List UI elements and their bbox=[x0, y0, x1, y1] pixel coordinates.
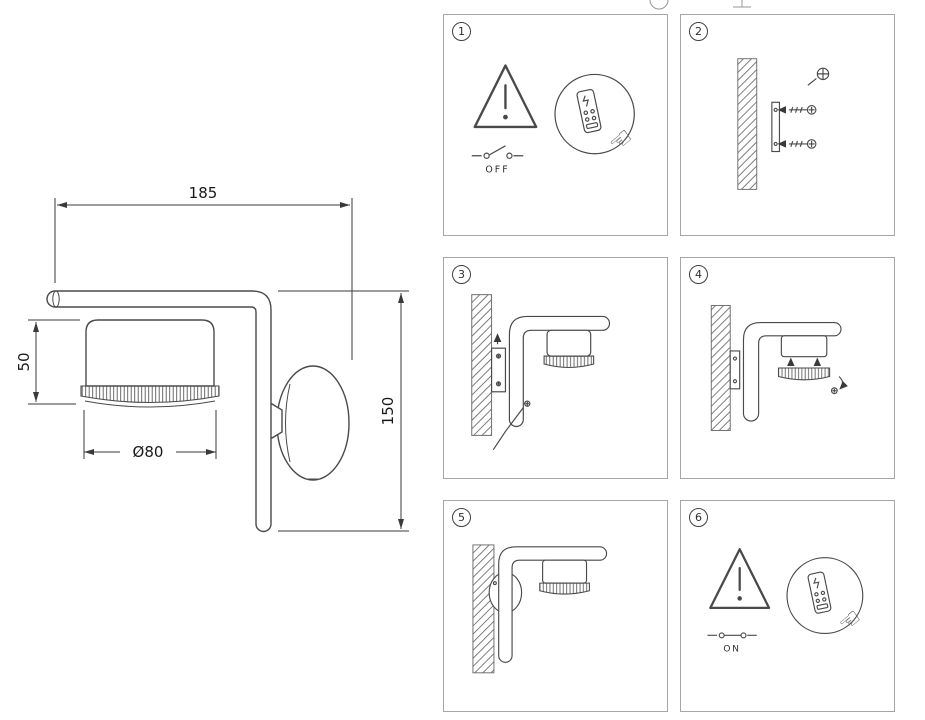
power-switch-open-icon bbox=[471, 145, 524, 159]
step-1-illustration: OFF ☜ bbox=[471, 64, 640, 176]
step-4-illustration bbox=[710, 305, 849, 431]
lamp-arm bbox=[498, 546, 608, 663]
mounting-bracket bbox=[490, 347, 507, 393]
step-3-illustration bbox=[471, 294, 611, 450]
instruction-step-6: 6 ON bbox=[680, 500, 895, 712]
dimension-length: 185 bbox=[54, 184, 353, 360]
wall-section bbox=[471, 294, 493, 436]
wall-canopy bbox=[276, 365, 350, 481]
remote-control-icon bbox=[576, 88, 602, 134]
phillips-screw-icon bbox=[807, 67, 830, 86]
lamp-head bbox=[542, 559, 588, 584]
instruction-steps-grid: 1 OFF bbox=[443, 14, 895, 712]
step-2-illustration bbox=[737, 58, 830, 190]
instruction-step-1: 1 OFF bbox=[443, 14, 668, 236]
lamp-arm bbox=[508, 315, 611, 428]
step-6-illustration: ON ☜ bbox=[707, 548, 868, 654]
step-6-number: 6 bbox=[689, 508, 708, 527]
screwdriver-icon bbox=[492, 407, 524, 450]
mounting-bracket bbox=[729, 350, 741, 390]
dim-head-height-label: 50 bbox=[15, 352, 33, 371]
wall-section bbox=[737, 58, 758, 190]
diffuser-lip bbox=[84, 400, 216, 408]
dimensioned-lamp-drawing: 185 150 50 Ø80 bbox=[15, 184, 409, 533]
instruction-step-4: 4 bbox=[680, 257, 895, 479]
diffuser-band bbox=[539, 582, 590, 595]
power-switch-closed-icon bbox=[707, 632, 757, 639]
dim-diameter-label: Ø80 bbox=[133, 443, 164, 461]
remote-control-icon bbox=[807, 571, 832, 614]
warning-triangle-icon bbox=[473, 64, 538, 129]
pointing-hand-icon: ☜ bbox=[832, 602, 868, 638]
mounting-bracket bbox=[771, 101, 781, 153]
locking-screw-icon bbox=[524, 400, 531, 407]
diffuser-band bbox=[80, 385, 220, 404]
step-5-number: 5 bbox=[452, 508, 471, 527]
instruction-step-3: 3 bbox=[443, 257, 668, 479]
lamp-head bbox=[85, 319, 215, 387]
step-3-number: 3 bbox=[452, 265, 471, 284]
remote-circle bbox=[786, 557, 864, 635]
wall-section bbox=[710, 305, 731, 431]
remote-circle bbox=[554, 73, 635, 155]
page-scan-artifact bbox=[649, 0, 751, 10]
instruction-step-2: 2 bbox=[680, 14, 895, 236]
warning-triangle-icon bbox=[709, 548, 771, 610]
step-1-number: 1 bbox=[452, 22, 471, 41]
step-4-number: 4 bbox=[689, 265, 708, 284]
step-2-number: 2 bbox=[689, 22, 708, 41]
arm-end-cap bbox=[52, 290, 60, 308]
lamp-head bbox=[780, 335, 828, 358]
dim-length-label: 185 bbox=[189, 184, 218, 202]
diffuser-band bbox=[543, 355, 595, 369]
lamp-head bbox=[546, 329, 592, 357]
dimension-head-height: 50 bbox=[15, 319, 80, 405]
small-screw-icon bbox=[830, 376, 849, 395]
instruction-step-5: 5 bbox=[443, 500, 668, 712]
wall-section bbox=[472, 544, 495, 674]
power-on-label: ON bbox=[723, 644, 741, 654]
dim-height-label: 150 bbox=[379, 397, 397, 426]
mounting-screw-icon bbox=[777, 105, 817, 115]
step-5-illustration bbox=[472, 544, 608, 674]
dimension-diameter: Ø80 bbox=[83, 410, 217, 461]
dimension-height: 150 bbox=[278, 290, 409, 532]
pointing-hand-icon: ☜ bbox=[603, 122, 640, 160]
power-off-label: OFF bbox=[485, 165, 509, 176]
diffuser-ring bbox=[777, 367, 831, 381]
mounting-screw-icon bbox=[777, 139, 817, 149]
lamp-arm bbox=[46, 290, 272, 533]
